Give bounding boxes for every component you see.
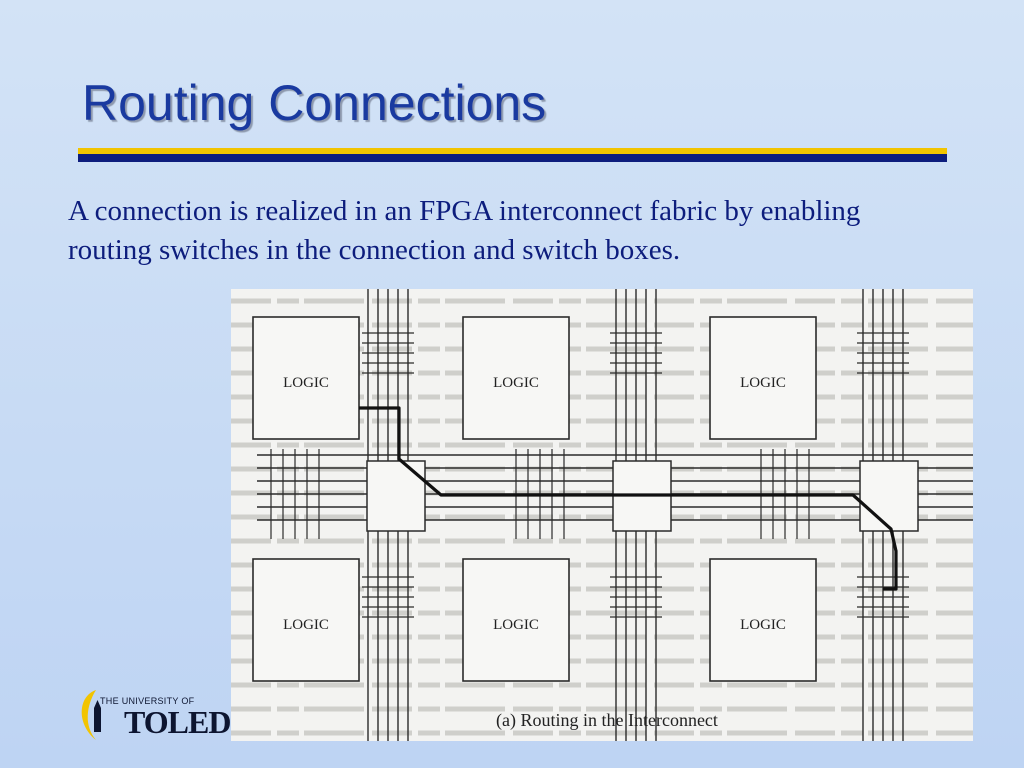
slide-body-text: A connection is realized in an FPGA inte… [68, 195, 861, 266]
switch-box [366, 460, 426, 532]
routing-figure: LOGIC LOGIC LOGIC LOGIC LOGIC LOGIC (a) Routi… [231, 289, 973, 741]
logic-block-label: LOGIC [740, 375, 786, 391]
title-rule-blue [78, 154, 947, 162]
routed-connection [359, 406, 898, 591]
logic-block-label: LOGIC [493, 375, 539, 391]
switch-box [859, 460, 919, 532]
logic-block [252, 558, 360, 682]
university-logo: THE UNIVERSITY OF TOLEDO [76, 686, 230, 742]
logic-block [709, 558, 817, 682]
title-rule-gold [78, 148, 947, 154]
logic-block [462, 316, 570, 440]
logic-block [252, 316, 360, 440]
slide-title: Routing Connections [82, 75, 547, 131]
logic-block-label: LOGIC [493, 617, 539, 633]
figure-caption: (a) Routing in the Interconnect [496, 710, 718, 730]
logo-small-text: THE UNIVERSITY OF [100, 696, 195, 706]
logic-block-label: LOGIC [283, 375, 329, 391]
logo-big-text: TOLEDO [124, 704, 230, 740]
logic-block [709, 316, 817, 440]
logic-block-label: LOGIC [283, 617, 329, 633]
interconnect-diagram: LOGIC LOGIC LOGIC LOGIC LOGIC LOGIC [231, 289, 973, 741]
tower-icon [81, 690, 101, 740]
logic-block [462, 558, 570, 682]
logic-block-label: LOGIC [740, 617, 786, 633]
